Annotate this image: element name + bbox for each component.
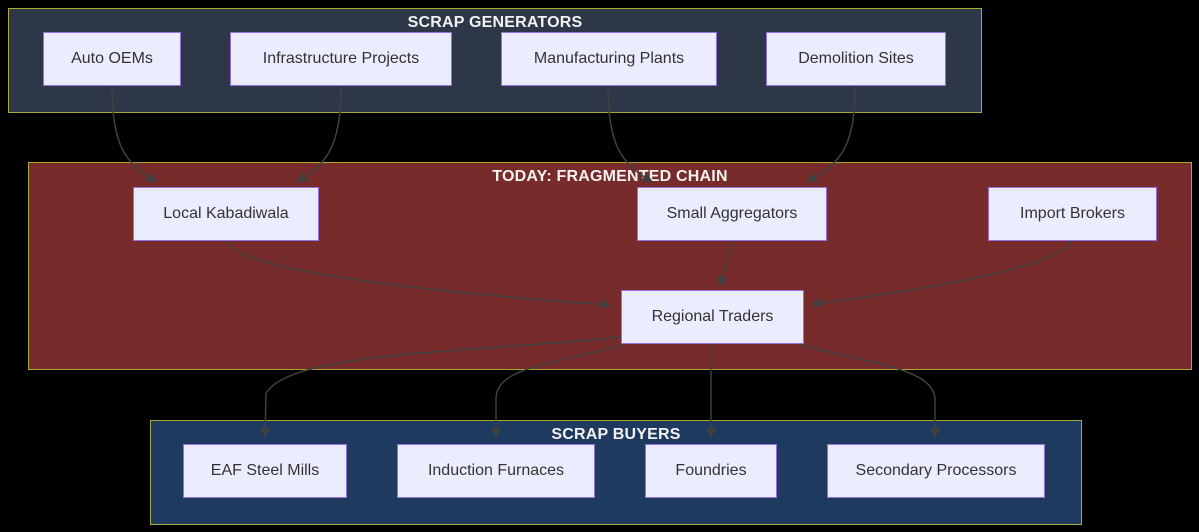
cluster-title-fragmented-chain: TODAY: FRAGMENTED CHAIN [492, 168, 728, 185]
node-secondary-processors: Secondary Processors [827, 444, 1045, 498]
node-manufacturing-plants: Manufacturing Plants [501, 32, 717, 86]
node-local-kabadiwala: Local Kabadiwala [133, 187, 319, 241]
node-foundries: Foundries [645, 444, 777, 498]
cluster-title-scrap-buyers: SCRAP BUYERS [551, 426, 681, 443]
node-infrastructure-projects: Infrastructure Projects [230, 32, 452, 86]
node-eaf-steel-mills: EAF Steel Mills [183, 444, 347, 498]
node-regional-traders: Regional Traders [621, 290, 804, 344]
node-induction-furnaces: Induction Furnaces [397, 444, 595, 498]
node-import-brokers: Import Brokers [988, 187, 1157, 241]
cluster-title-scrap-generators: SCRAP GENERATORS [407, 14, 583, 31]
node-demolition-sites: Demolition Sites [766, 32, 946, 86]
node-small-aggregators: Small Aggregators [637, 187, 827, 241]
node-auto-oems: Auto OEMs [43, 32, 181, 86]
